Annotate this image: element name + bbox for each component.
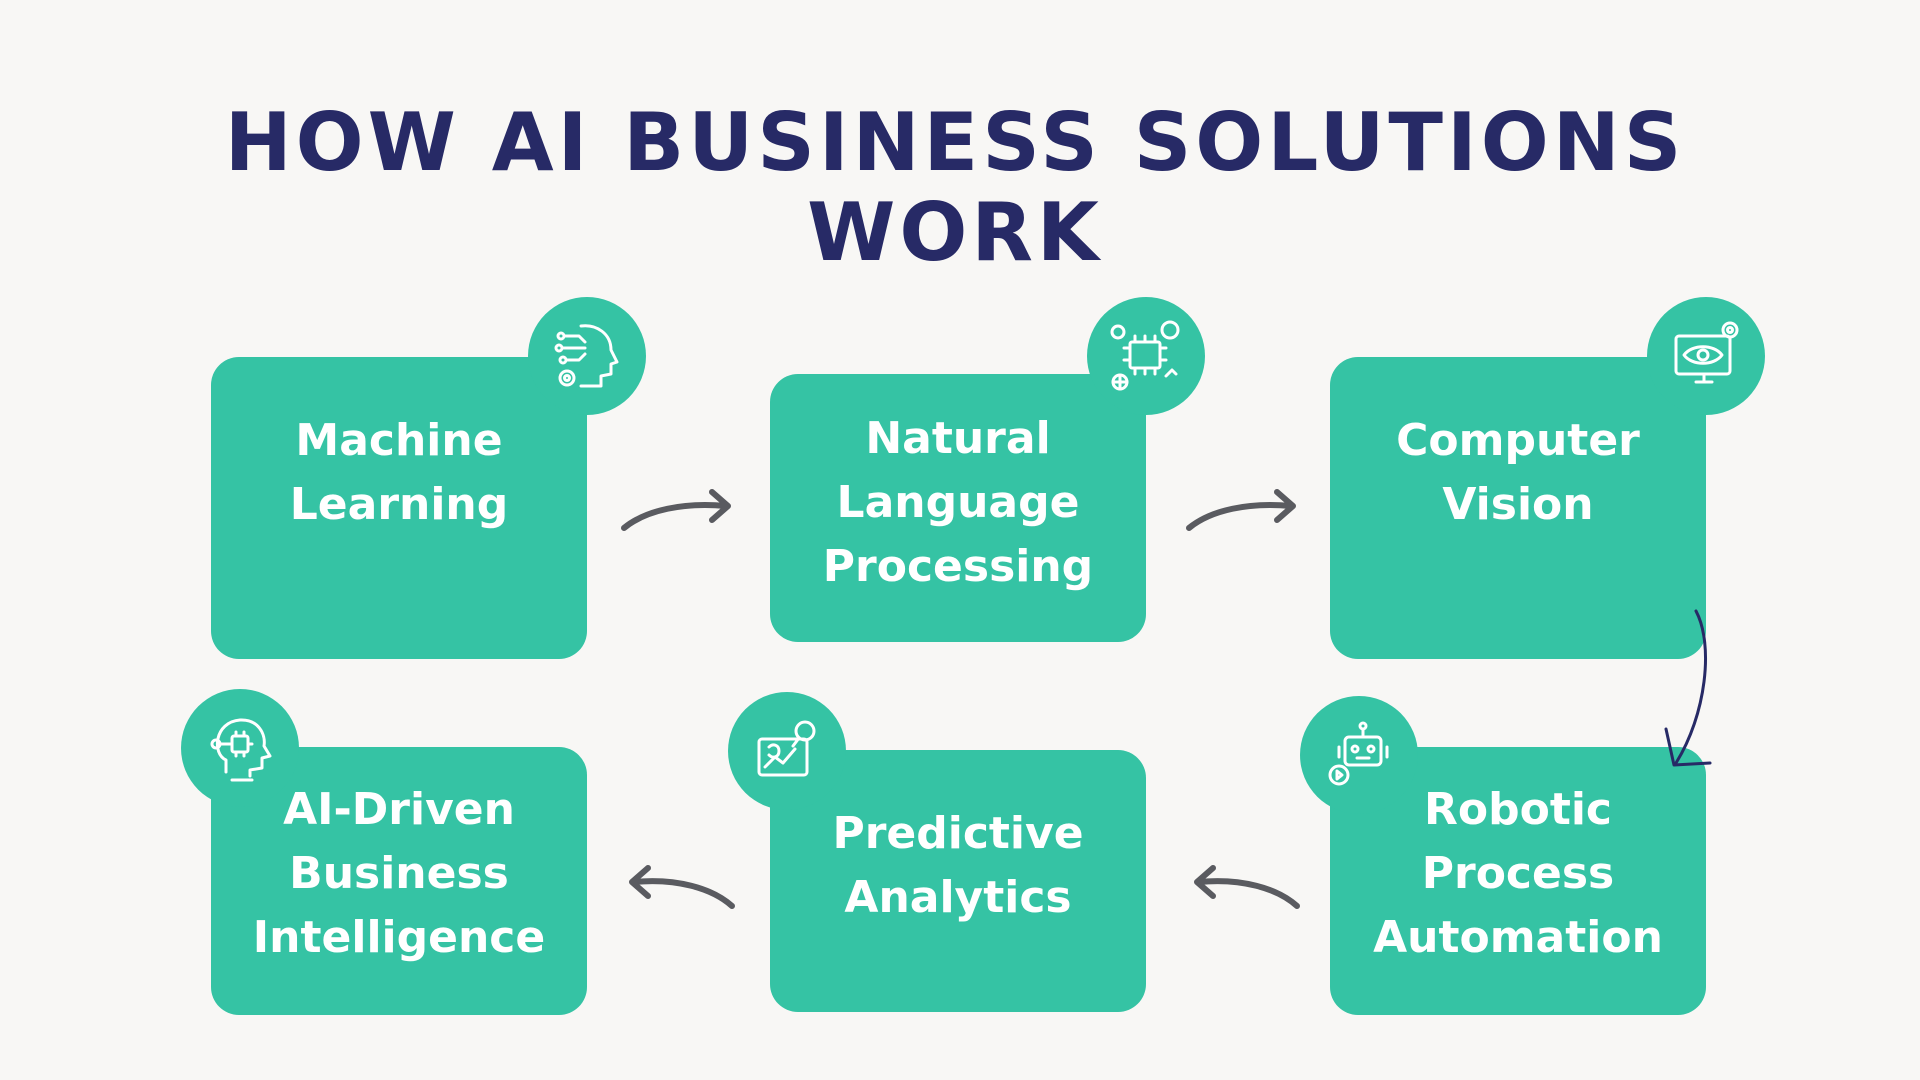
- ai-head-circuit-icon: [528, 297, 646, 415]
- arrow-rpa-to-pa: [1194, 865, 1300, 909]
- arrow-nlp-to-cv: [1186, 489, 1296, 531]
- step-card-machine-learning: Machine Learning: [211, 357, 587, 659]
- title-line-2: WORK: [807, 186, 1103, 279]
- arrow-pa-to-bi: [629, 865, 735, 909]
- step-label: Robotic Process Automation: [1373, 784, 1663, 963]
- step-card-computer-vision: Computer Vision: [1330, 357, 1706, 659]
- brain-chip-head-icon: [181, 689, 299, 807]
- arrow-cv-to-rpa: [1664, 609, 1712, 767]
- arrow-ml-to-nlp: [621, 489, 731, 531]
- step-card-ai-driven-business-intelligence: AI-Driven Business Intelligence: [211, 747, 587, 1015]
- page-title: HOW AI BUSINESS SOLUTIONS WORK: [0, 98, 1910, 278]
- step-card-predictive-analytics: Predictive Analytics: [770, 750, 1146, 1012]
- title-line-1: HOW AI BUSINESS SOLUTIONS: [224, 96, 1686, 189]
- analytics-magnifier-icon: [728, 692, 846, 810]
- step-label: Natural Language Processing: [822, 413, 1094, 592]
- monitor-eye-icon: [1647, 297, 1765, 415]
- step-label: Computer Vision: [1396, 415, 1640, 530]
- step-label: Machine Learning: [289, 415, 509, 530]
- step-card-natural-language-processing: Natural Language Processing: [770, 374, 1146, 642]
- nlp-chip-icon: [1087, 297, 1205, 415]
- step-label: Predictive Analytics: [832, 808, 1084, 923]
- step-label: AI-Driven Business Intelligence: [252, 784, 546, 963]
- robot-gear-icon: [1300, 696, 1418, 814]
